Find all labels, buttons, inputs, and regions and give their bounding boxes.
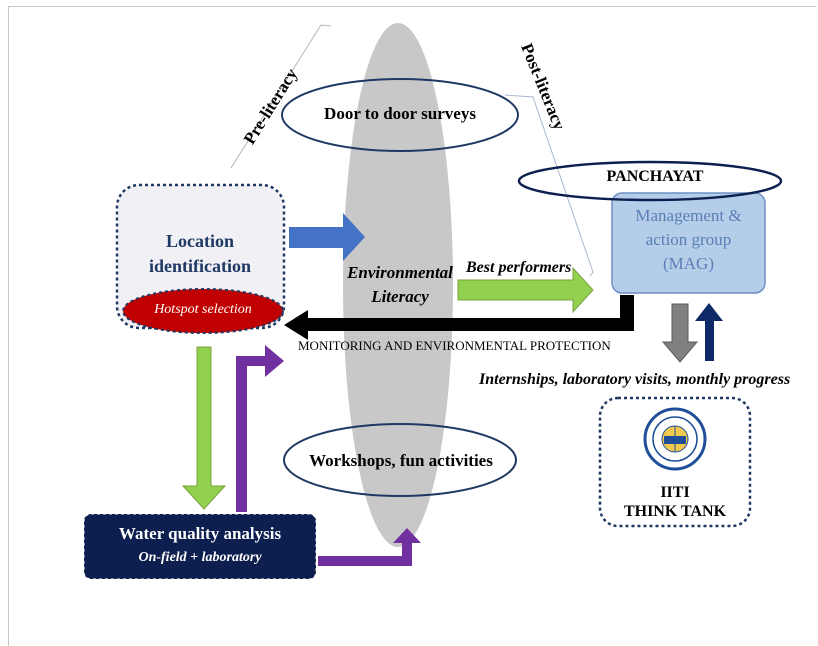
water-quality-box [83,513,317,580]
workshops-ellipse [283,423,517,497]
workshops-label: Workshops, fun activities [309,451,493,470]
frame-top-border [8,6,816,7]
monitoring-arrow [284,295,634,340]
monitoring-label: MONITORING AND ENVIRONMENTAL PROTECTION [298,338,611,353]
water-quality-title: Water quality analysis [118,524,282,543]
mag-box [611,192,766,294]
mag-line1: Management & [635,206,742,225]
location-line2: identification [149,256,251,276]
pre-literacy-bracket [230,24,332,169]
iiti-line1: IITI [660,484,690,501]
post-literacy-bracket [504,94,594,277]
internships-label: Internships, laboratory visits, monthly … [479,371,791,388]
purple-arrow-right [318,528,421,566]
frame-left-border [8,6,9,646]
mag-line3: (MAG) [663,254,714,273]
gray-down-arrow [661,303,699,363]
purple-arrow-up [236,345,284,512]
green-down-arrow [181,346,227,510]
navy-up-arrow [695,303,723,361]
blue-arrow [289,213,365,261]
door-surveys-label: Door to door surveys [324,104,476,123]
environmental-literacy-line2: Literacy [371,287,429,306]
location-line1: Location [165,231,234,251]
iiti-line2: THINK TANK [623,503,727,520]
green-arrow-right [457,266,594,314]
hotspot-ellipse [122,288,284,334]
iiti-emblem-icon [643,407,707,471]
panchayat-ellipse [517,160,783,202]
environmental-literacy-ellipse [343,23,453,547]
water-quality-subtitle: On-field + laboratory [138,550,262,565]
environmental-literacy-line1: Environmental [347,263,453,282]
hotspot-label: Hotspot selection [154,302,252,317]
door-surveys-ellipse [281,78,519,152]
mag-line2: action group [645,230,732,249]
best-performers-label: Best performers [466,259,572,276]
panchayat-title: PANCHAYAT [606,168,704,185]
